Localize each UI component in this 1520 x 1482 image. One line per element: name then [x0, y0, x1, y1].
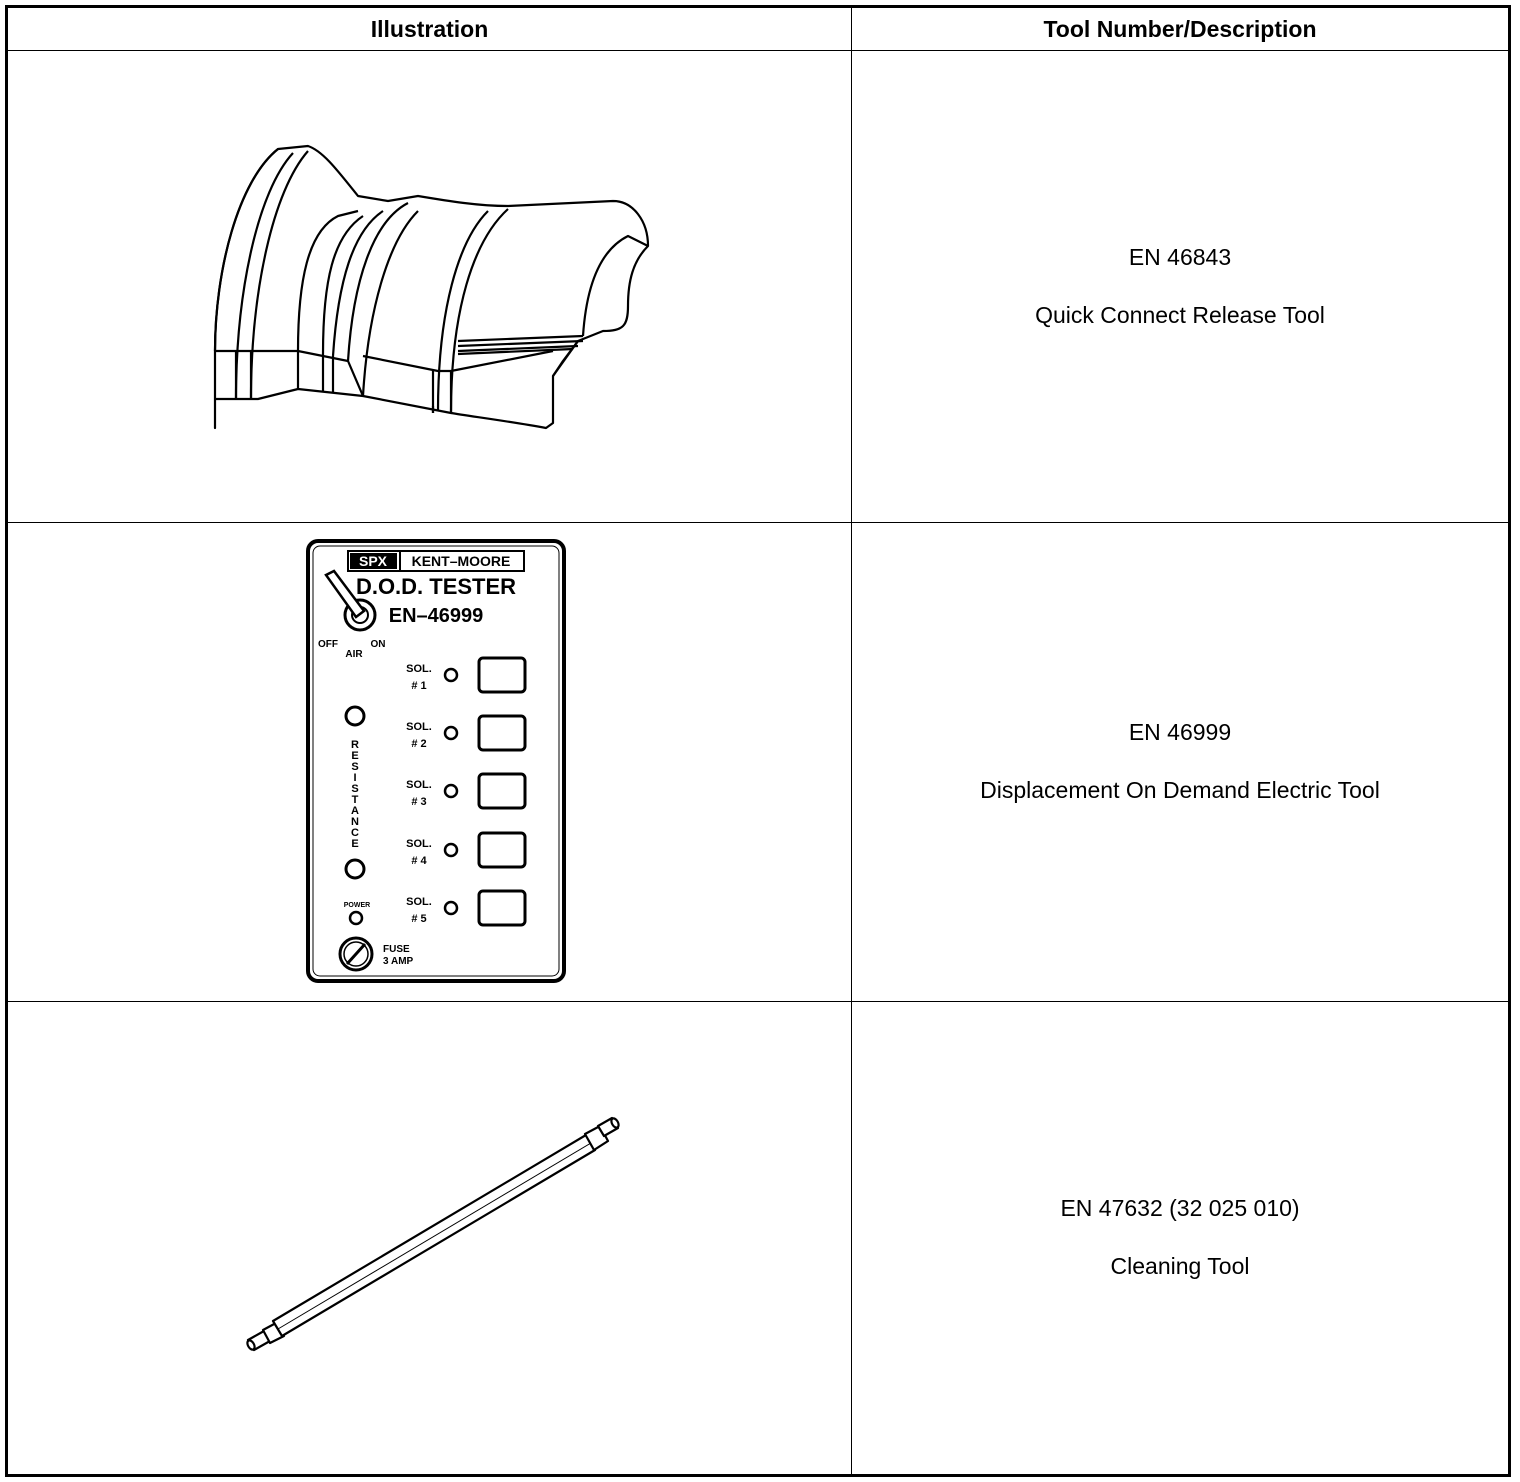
tool-description: Displacement On Demand Electric Tool	[980, 777, 1380, 803]
svg-text:A: A	[351, 805, 359, 817]
tester-model: EN–46999	[389, 605, 484, 627]
label-air: AIR	[345, 649, 363, 660]
svg-text:E: E	[351, 750, 358, 762]
resistance-jack-bottom	[344, 858, 366, 880]
solenoid-2: SOL. # 2	[406, 714, 527, 752]
header-tool: Tool Number/Description	[851, 6, 1510, 51]
description-cell: EN 46999 Displacement On Demand Electric…	[851, 522, 1510, 1002]
solenoid-button-3[interactable]	[477, 772, 527, 810]
svg-text:S: S	[351, 783, 358, 795]
label-fuse: FUSE	[383, 944, 410, 955]
quick-connect-release-tool-illustration	[213, 144, 650, 430]
svg-text:# 3: # 3	[411, 796, 426, 808]
header-row: Illustration Tool Number/Description	[6, 6, 1510, 51]
tools-table: Illustration Tool Number/Description	[5, 5, 1511, 1477]
tool-number: EN 47632 (32 025 010)	[1060, 1195, 1300, 1222]
label-amp: 3 AMP	[383, 956, 414, 967]
brand-kent-moore: KENT–MOORE	[412, 553, 511, 569]
svg-text:# 1: # 1	[411, 680, 426, 692]
brand-spx: SPX	[359, 553, 388, 569]
illustration-cell: SPX KENT–MOORE D.O.D. TESTER EN–46999 OF…	[6, 522, 852, 1002]
solenoid-3: SOL. # 3	[406, 772, 527, 810]
tool-description: Cleaning Tool	[1110, 1253, 1250, 1279]
illustration-cell	[6, 1001, 852, 1476]
solenoid-button-2[interactable]	[477, 714, 527, 752]
solenoid-button-5[interactable]	[477, 889, 527, 927]
dod-tester-illustration: SPX KENT–MOORE D.O.D. TESTER EN–46999 OF…	[306, 539, 566, 983]
table-row: SPX KENT–MOORE D.O.D. TESTER EN–46999 OF…	[6, 522, 1510, 1002]
svg-text:# 4: # 4	[411, 855, 427, 867]
svg-text:C: C	[351, 827, 359, 839]
tester-title: D.O.D. TESTER	[356, 574, 516, 599]
power-indicator	[348, 910, 364, 926]
table-row: EN 47632 (32 025 010) Cleaning Tool	[6, 1001, 1510, 1476]
svg-text:S: S	[351, 761, 358, 773]
label-off: OFF	[318, 639, 338, 650]
svg-text:SOL.: SOL.	[406, 779, 432, 791]
header-illustration: Illustration	[6, 6, 852, 51]
solenoid-1: SOL. # 1	[406, 656, 527, 694]
svg-text:SOL.: SOL.	[406, 663, 432, 675]
resistance-jack-top	[344, 705, 366, 727]
svg-text:# 5: # 5	[411, 913, 426, 925]
label-power: POWER	[344, 902, 370, 909]
tool-description: Quick Connect Release Tool	[1035, 301, 1325, 328]
svg-text:I: I	[353, 772, 356, 784]
svg-text:SOL.: SOL.	[406, 721, 432, 733]
table-row: EN 46843 Quick Connect Release Tool	[6, 50, 1510, 523]
tester-panel	[306, 539, 566, 983]
illustration-cell	[6, 50, 852, 523]
fuse-holder	[338, 936, 374, 972]
solenoid-5: SOL. # 5	[406, 889, 527, 927]
description-cell: EN 46843 Quick Connect Release Tool	[851, 50, 1510, 523]
resistance-label: R E S I S T A N C E	[351, 739, 359, 850]
tool-number: EN 46843	[1128, 243, 1232, 270]
solenoid-4: SOL. # 4	[406, 831, 527, 869]
svg-text:R: R	[351, 739, 359, 751]
svg-text:# 2: # 2	[411, 738, 426, 750]
svg-text:E: E	[351, 838, 358, 850]
air-toggle-switch[interactable]	[324, 569, 377, 632]
svg-text:SOL.: SOL.	[406, 896, 432, 908]
cleaning-tool-illustration	[246, 1116, 620, 1352]
solenoid-button-1[interactable]	[477, 656, 527, 694]
solenoid-button-4[interactable]	[477, 831, 527, 869]
svg-text:N: N	[351, 816, 359, 828]
svg-text:SOL.: SOL.	[406, 838, 432, 850]
label-on: ON	[371, 639, 386, 650]
tool-number: EN 46999	[1128, 719, 1232, 746]
svg-text:T: T	[352, 794, 359, 806]
description-cell: EN 47632 (32 025 010) Cleaning Tool	[851, 1001, 1510, 1476]
